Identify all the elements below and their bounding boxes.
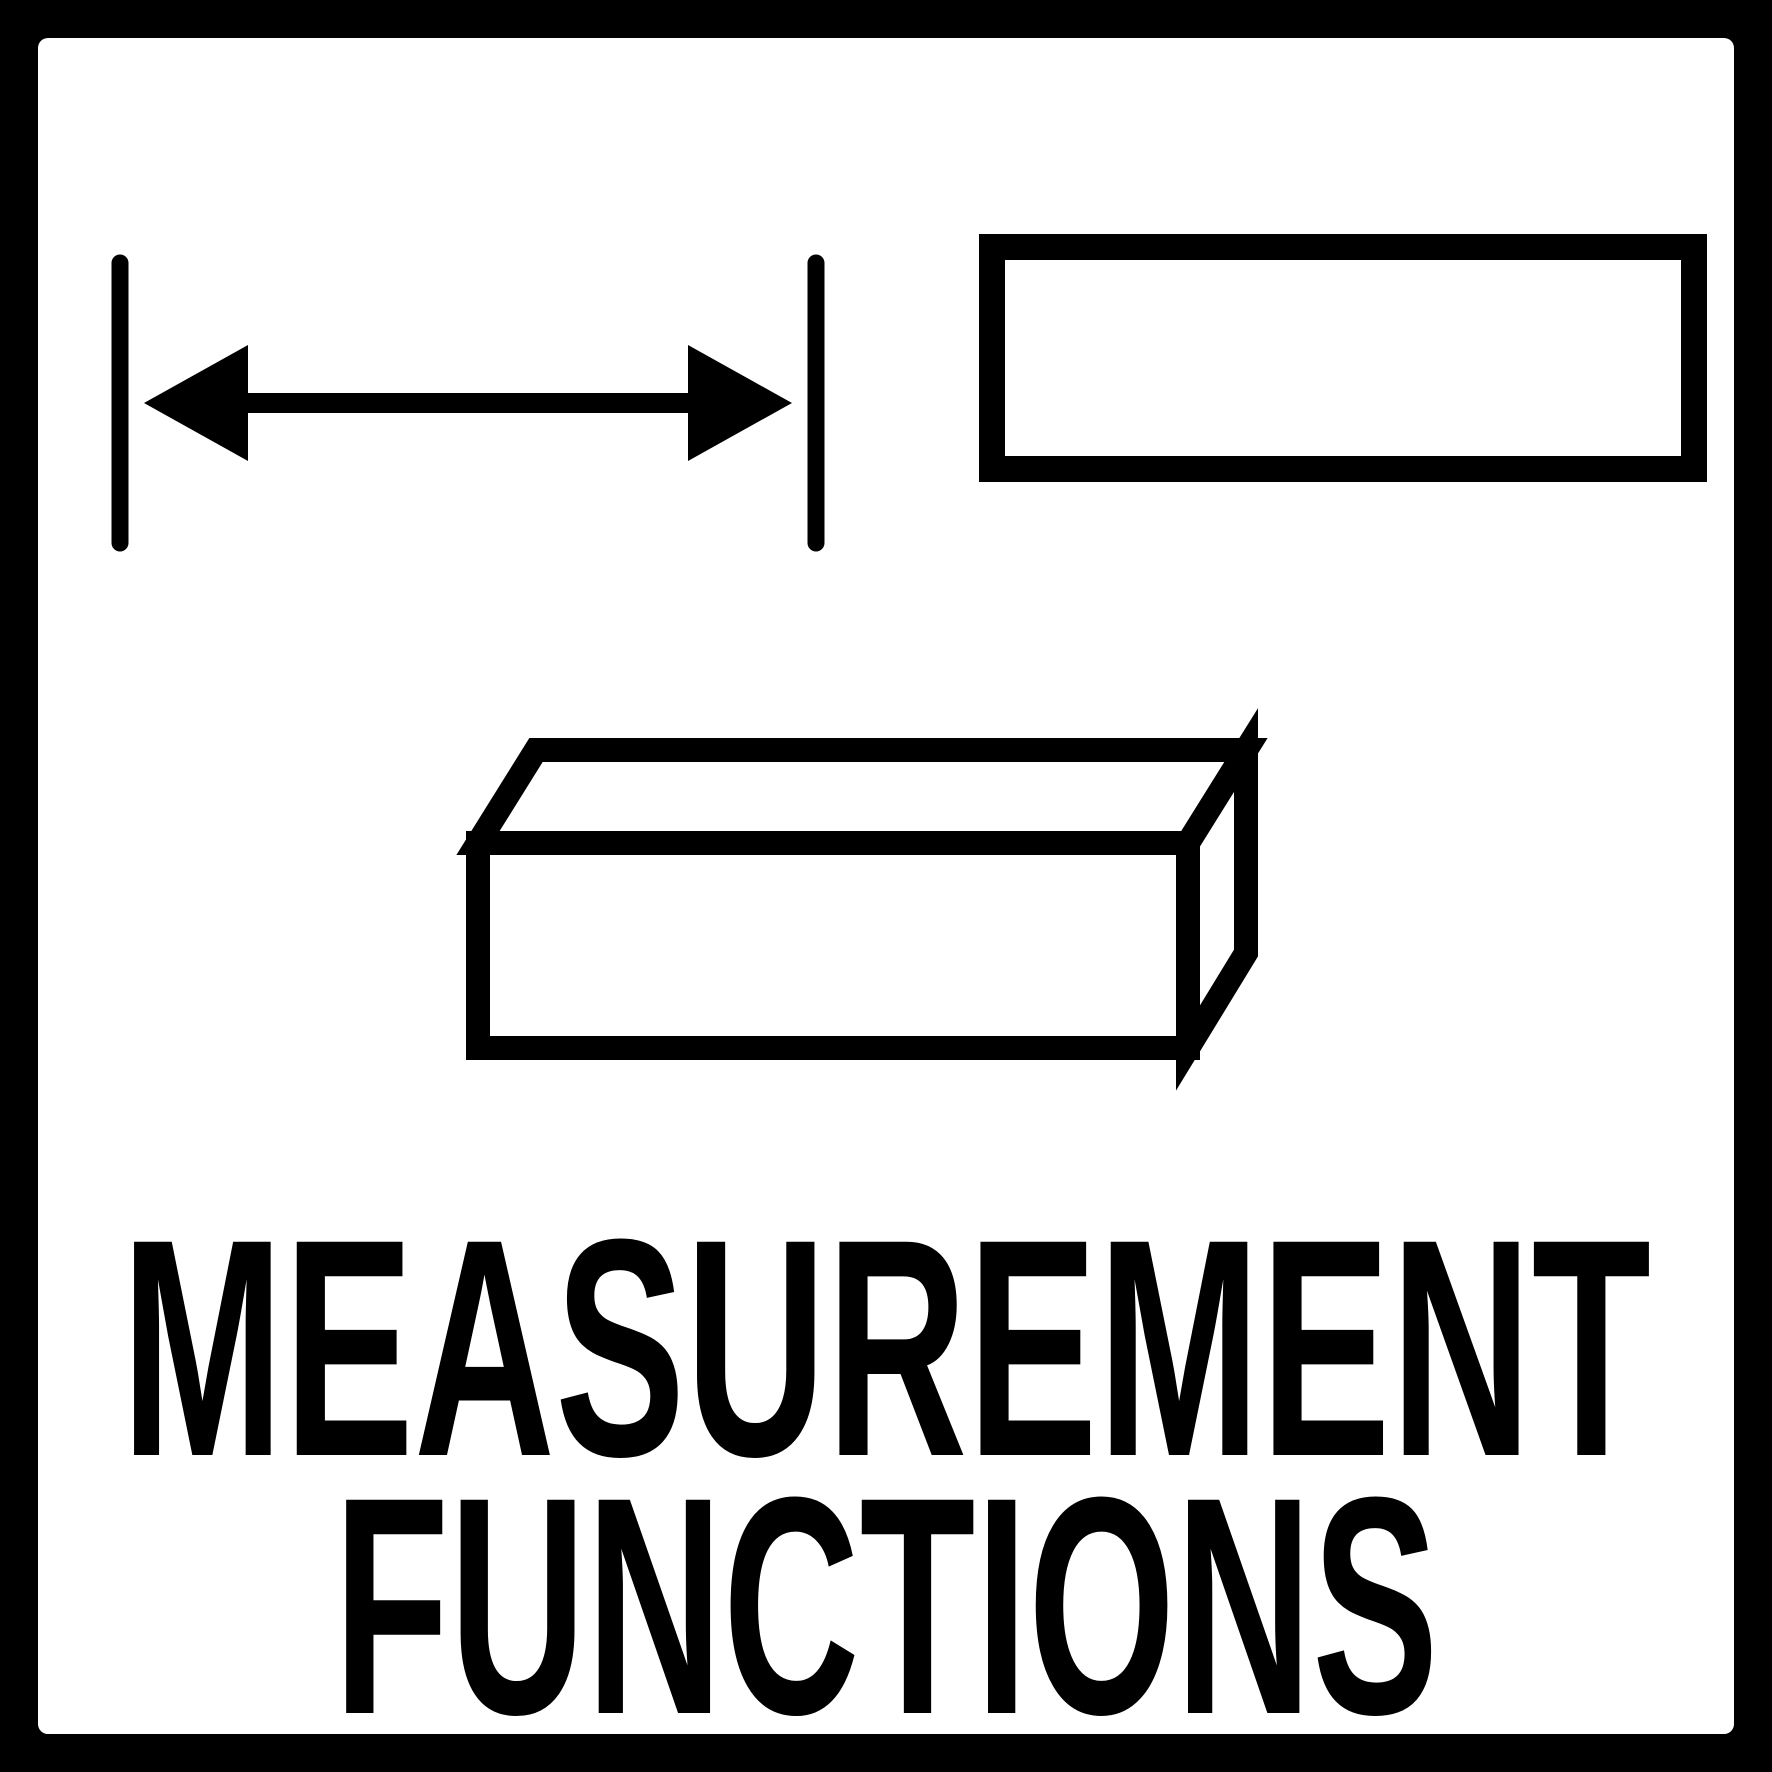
volume-box-top-face bbox=[456, 738, 1268, 855]
title-line-measurement: MEASUREMENT bbox=[121, 1174, 1651, 1521]
area-rectangle-icon bbox=[979, 234, 1707, 482]
title-line-functions: FUNCTIONS bbox=[334, 1432, 1439, 1772]
volume-box-front-face bbox=[466, 831, 1200, 1060]
distance-arrowhead-left bbox=[144, 345, 248, 461]
area-rectangle-outline bbox=[979, 234, 1707, 482]
volume-box-icon bbox=[456, 708, 1268, 1091]
pictogram-title: MEASUREMENT FUNCTIONS bbox=[121, 1174, 1651, 1772]
distance-arrowhead-right bbox=[688, 345, 792, 461]
pictogram-panel: MEASUREMENT FUNCTIONS bbox=[38, 38, 1734, 1772]
distance-measurement-icon bbox=[111, 254, 825, 552]
